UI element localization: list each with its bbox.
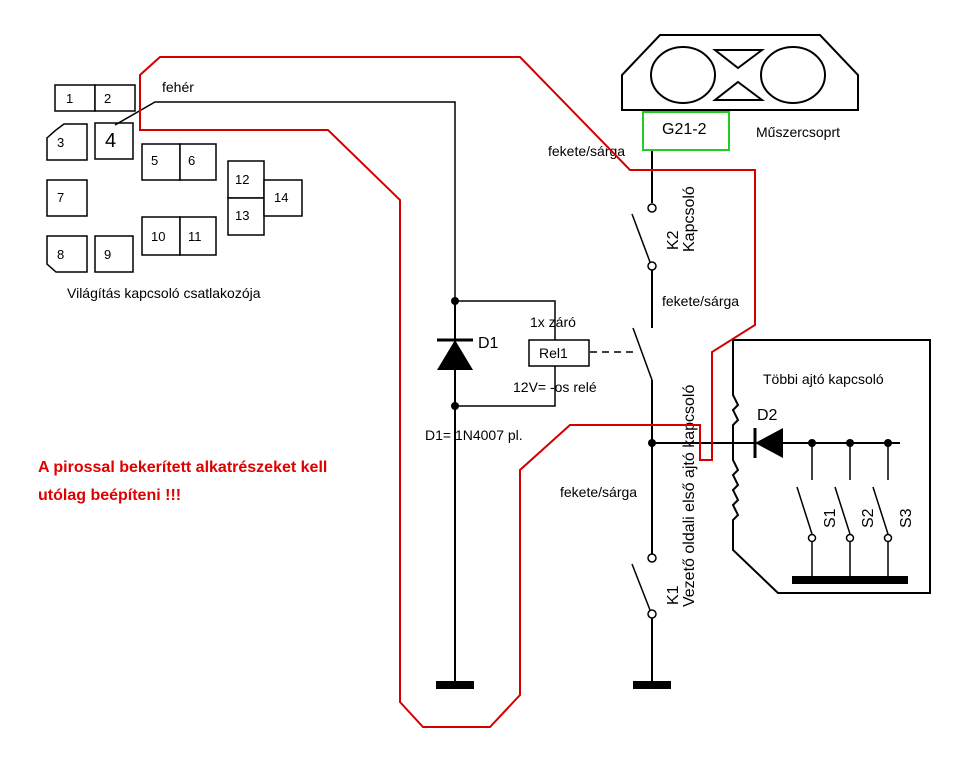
junction-s1 (808, 439, 816, 447)
d1-type: D1= 1N4007 pl. (425, 427, 523, 443)
relay-coil-top-wire (455, 300, 556, 340)
warning-line-2: utólag beépíteni !!! (38, 487, 181, 504)
relay-contact: 1x záró (530, 314, 576, 330)
d1-symbol (437, 340, 473, 370)
pin-8: 8 (46, 235, 88, 273)
pin-12: 12 (227, 160, 265, 199)
svg-text:1: 1 (66, 91, 73, 106)
other-door-switches: Többi ajtó kapcsoló D2 S1 S2 S3 (731, 339, 931, 594)
relay-contact-switch (632, 327, 653, 381)
light-switch-connector: 1 2 3 4 5 6 7 12 13 14 10 11 8 9 Világít… (46, 84, 303, 301)
pin-1: 1 (54, 84, 96, 112)
svg-text:13: 13 (235, 208, 249, 223)
g21-connector-box (642, 111, 730, 151)
white-wire (114, 101, 456, 300)
svg-text:6: 6 (188, 153, 195, 168)
switch-k1: K1 Vezető oldali első ajtó kapcsoló (631, 385, 698, 619)
wire-label-white: fehér (162, 79, 194, 95)
s3-label: S3 (898, 508, 915, 528)
other-switches-outline (731, 339, 931, 594)
svg-text:14: 14 (274, 190, 288, 205)
gauge-right-icon (760, 46, 826, 104)
svg-text:3: 3 (57, 135, 64, 150)
pin-4: 4 (94, 122, 134, 160)
pin-10: 10 (141, 216, 181, 256)
pin-11: 11 (179, 216, 217, 256)
retrofit-outline-red (139, 56, 756, 728)
k1-label: K1 (665, 585, 682, 605)
pin-7: 7 (46, 179, 88, 217)
pin-2: 2 (94, 84, 136, 112)
g21-label: G21-2 (662, 121, 707, 138)
svg-text:4: 4 (105, 130, 116, 152)
svg-text:5: 5 (151, 153, 158, 168)
svg-text:12: 12 (235, 172, 249, 187)
indicator-bottom-icon (712, 80, 765, 101)
svg-text:7: 7 (57, 190, 64, 205)
svg-text:11: 11 (188, 229, 202, 244)
k2-description: Kapcsoló (681, 186, 698, 252)
d2-label: D2 (757, 407, 778, 424)
d1-label: D1 (478, 335, 499, 352)
relay-name: Rel1 (539, 345, 568, 361)
junctions (451, 297, 892, 447)
svg-text:10: 10 (151, 229, 165, 244)
junction-d1-top (451, 297, 459, 305)
svg-text:9: 9 (104, 247, 111, 262)
relay-rel1: Rel1 1x záró 12V= -os relé (513, 314, 653, 395)
relay-voltage: 12V= -os relé (513, 379, 597, 395)
junction-s3 (884, 439, 892, 447)
wire-label-black-yellow-3: fekete/sárga (560, 484, 637, 500)
svg-text:8: 8 (57, 247, 64, 262)
s2-label: S2 (860, 508, 877, 528)
s1-label: S1 (822, 508, 839, 528)
connector-title: Világítás kapcsoló csatlakozója (67, 285, 261, 301)
pin-14: 14 (263, 179, 303, 217)
d2-symbol (755, 428, 783, 458)
instrument-title: Műszercsoprt (756, 124, 840, 140)
switch-k2: K2 Kapcsoló (631, 186, 698, 271)
relay-coil-bottom-wire (455, 366, 556, 407)
junction-d1-bottom (451, 402, 459, 410)
warning-line-1: A pirossal bekerített alkatrészeket kell (38, 459, 327, 476)
k1-description: Vezető oldali első ajtó kapcsoló (681, 385, 698, 607)
pin-13: 13 (227, 197, 265, 236)
pin-5: 5 (141, 143, 181, 181)
instrument-cluster: G21-2 Műszercsoprt (621, 34, 859, 151)
svg-text:2: 2 (104, 91, 111, 106)
indicator-top-icon (712, 49, 765, 70)
pin-9: 9 (94, 235, 134, 273)
ground-k1 (633, 681, 671, 689)
wire-label-black-yellow-2: fekete/sárga (662, 293, 739, 309)
junction-s2 (846, 439, 854, 447)
ground-d1 (436, 681, 474, 689)
s-ground-bar (792, 576, 908, 584)
wire-label-black-yellow-1: fekete/sárga (548, 143, 625, 159)
pin-3: 3 (46, 123, 88, 161)
other-switches-title: Többi ajtó kapcsoló (763, 371, 884, 387)
pin-6: 6 (179, 143, 217, 181)
diode-d1: D1 D1= 1N4007 pl. (425, 335, 523, 443)
junction-main (648, 439, 656, 447)
gauge-left-icon (650, 46, 716, 104)
k2-label: K2 (665, 230, 682, 250)
